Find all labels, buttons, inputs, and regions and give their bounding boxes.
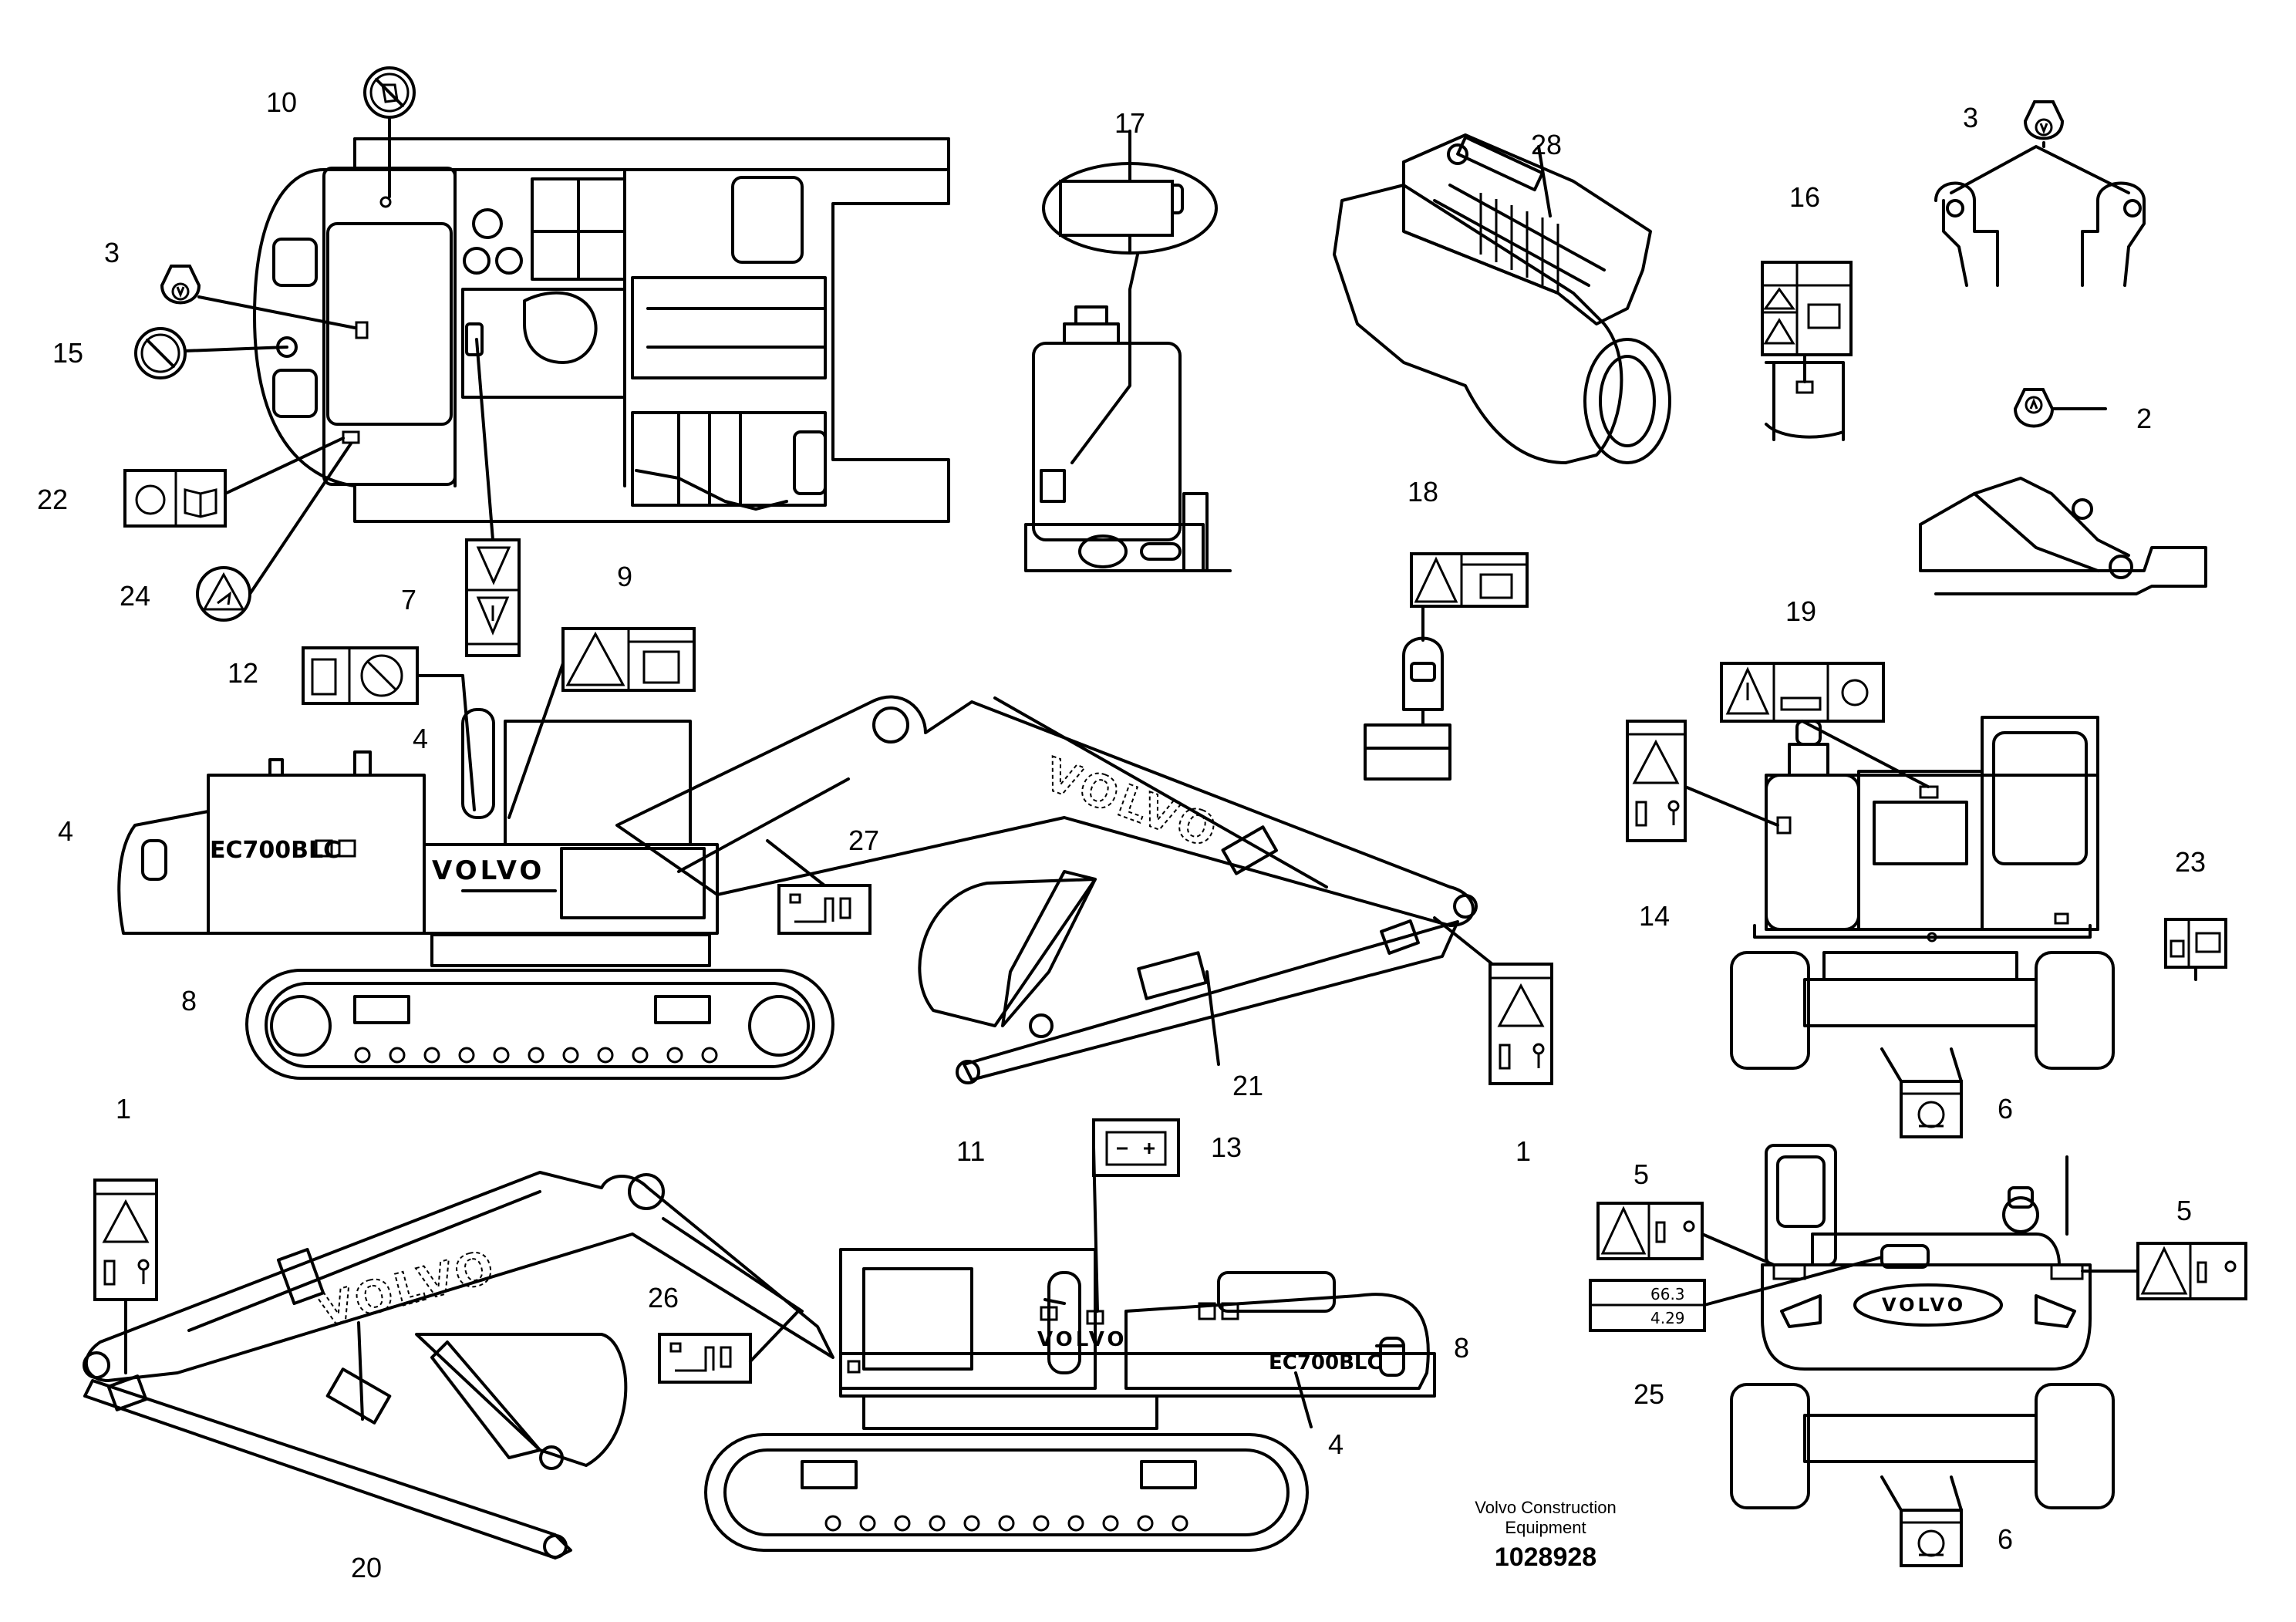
model-lettering-2: EC700BLC xyxy=(1269,1351,1382,1374)
wiper-motor-view xyxy=(1364,604,1451,781)
crush-hazard-decal-1b xyxy=(93,1179,158,1301)
company-name-line2: Equipment xyxy=(1505,1518,1586,1537)
no-entry-decal xyxy=(134,327,187,379)
track-rollers-2 xyxy=(824,1515,1188,1532)
callout-13: 13 xyxy=(1211,1131,1242,1163)
callout-4c: 4 xyxy=(1328,1428,1344,1460)
weight-sign-decal: 66.3 4.29 xyxy=(1589,1279,1706,1332)
fan-warning-decal xyxy=(561,627,696,692)
crush-hazard-decal-5b xyxy=(2136,1242,2247,1300)
fuel-tank-view xyxy=(1024,162,1232,572)
leader-lines xyxy=(124,116,2197,1512)
callout-26: 26 xyxy=(648,1282,679,1313)
callout-4b: 4 xyxy=(58,815,73,847)
callout-2: 2 xyxy=(2136,403,2152,434)
tie-down-decal-a xyxy=(1900,1080,1963,1138)
crush-hazard-decal-14 xyxy=(1626,720,1687,842)
boom-brand-lettering-2: VOLVO xyxy=(313,1239,502,1337)
weight-value-1: 66.3 xyxy=(1650,1285,1685,1303)
brand-lettering: VOLVO xyxy=(432,855,544,886)
crush-hazard-decal-1a xyxy=(1489,963,1553,1085)
part-number: 1028928 xyxy=(1495,1543,1596,1572)
callout-7: 7 xyxy=(401,584,416,615)
model-lettering: EC700BLC xyxy=(210,837,340,864)
callout-10: 10 xyxy=(266,86,297,118)
callout-28: 28 xyxy=(1531,129,1562,160)
read-manual-decal xyxy=(123,469,227,528)
callout-11: 11 xyxy=(956,1135,985,1167)
excavator-side-view-left: VOLVO EC700BLC VOLVO xyxy=(83,1171,1436,1560)
callout-21: 21 xyxy=(1232,1070,1263,1101)
lift-point-decal-2 xyxy=(2023,100,2065,140)
callout-6a: 6 xyxy=(1998,1093,2013,1125)
engine-view xyxy=(1333,133,1671,464)
callout-3: 3 xyxy=(104,237,120,268)
wiper-warning-decal xyxy=(1410,552,1529,608)
triple-warning-decal xyxy=(1720,662,1885,723)
lifting-lug-view xyxy=(1934,145,2146,287)
callout-8b: 8 xyxy=(1454,1332,1469,1364)
callout-15: 15 xyxy=(52,337,83,369)
footer: Volvo Construction Equipment 1028928 xyxy=(1475,1498,1616,1572)
callout-19: 19 xyxy=(1785,595,1816,627)
track-rollers xyxy=(354,1047,718,1064)
lift-point-decal xyxy=(160,265,201,305)
machine-front-view-bottom: VOLVO xyxy=(1730,1144,2115,1509)
callout-6b: 6 xyxy=(1998,1523,2013,1555)
decals: 66.3 4.29 xyxy=(93,66,2247,1567)
lift-point-up-decal xyxy=(2013,388,2055,428)
manual-box-decal xyxy=(2164,918,2227,969)
callout-5a: 5 xyxy=(1633,1158,1649,1190)
callout-25: 25 xyxy=(1633,1378,1664,1410)
triangle-warning-decal-24 xyxy=(196,566,251,622)
callout-12: 12 xyxy=(228,657,258,689)
tie-down-decal-b xyxy=(1900,1509,1963,1567)
callout-numbers: 10 3 15 22 24 7 9 12 4 4 8 27 21 1 1 11 … xyxy=(37,86,2206,1583)
brand-lettering-2: VOLVO xyxy=(1037,1328,1128,1351)
callout-17: 17 xyxy=(1114,107,1145,139)
callout-1b: 1 xyxy=(116,1093,131,1125)
callout-27: 27 xyxy=(848,824,879,856)
brand-lettering-3: VOLVO xyxy=(1882,1294,1966,1316)
hot-surface-decal xyxy=(465,538,521,657)
weight-value-2: 4.29 xyxy=(1650,1309,1685,1327)
callout-18: 18 xyxy=(1408,476,1438,508)
no-step-decal xyxy=(363,66,416,119)
callout-9: 9 xyxy=(617,561,632,592)
callout-14: 14 xyxy=(1639,900,1670,932)
battery-warning-decal xyxy=(1761,261,1853,356)
machine-rear-view-top xyxy=(1730,716,2115,1070)
callout-24: 24 xyxy=(120,580,150,612)
callout-1a: 1 xyxy=(1515,1135,1531,1167)
callout-3b: 3 xyxy=(1963,102,1978,133)
load-chart-decal-26 xyxy=(658,1333,752,1384)
excavator-side-view-right: VOLVO EC700BLC VOLVO xyxy=(117,695,1478,1084)
fuel-no-fire-decal xyxy=(302,646,419,705)
callout-20: 20 xyxy=(351,1552,382,1583)
callout-5b: 5 xyxy=(2176,1195,2192,1226)
load-chart-decal-27 xyxy=(777,884,872,935)
counterweight-view xyxy=(1919,477,2207,595)
fuel-decal-17 xyxy=(1059,180,1174,237)
battery-decal xyxy=(1092,1118,1180,1177)
crush-hazard-decal-5a xyxy=(1596,1202,1704,1260)
engine-ribs xyxy=(1479,193,1559,292)
upper-structure-top-view xyxy=(253,137,950,523)
callout-4: 4 xyxy=(413,723,428,754)
callout-22: 22 xyxy=(37,484,68,515)
callout-8: 8 xyxy=(181,985,197,1017)
company-name-line1: Volvo Construction xyxy=(1475,1498,1616,1517)
callout-23: 23 xyxy=(2175,846,2206,878)
callout-16: 16 xyxy=(1789,181,1820,213)
